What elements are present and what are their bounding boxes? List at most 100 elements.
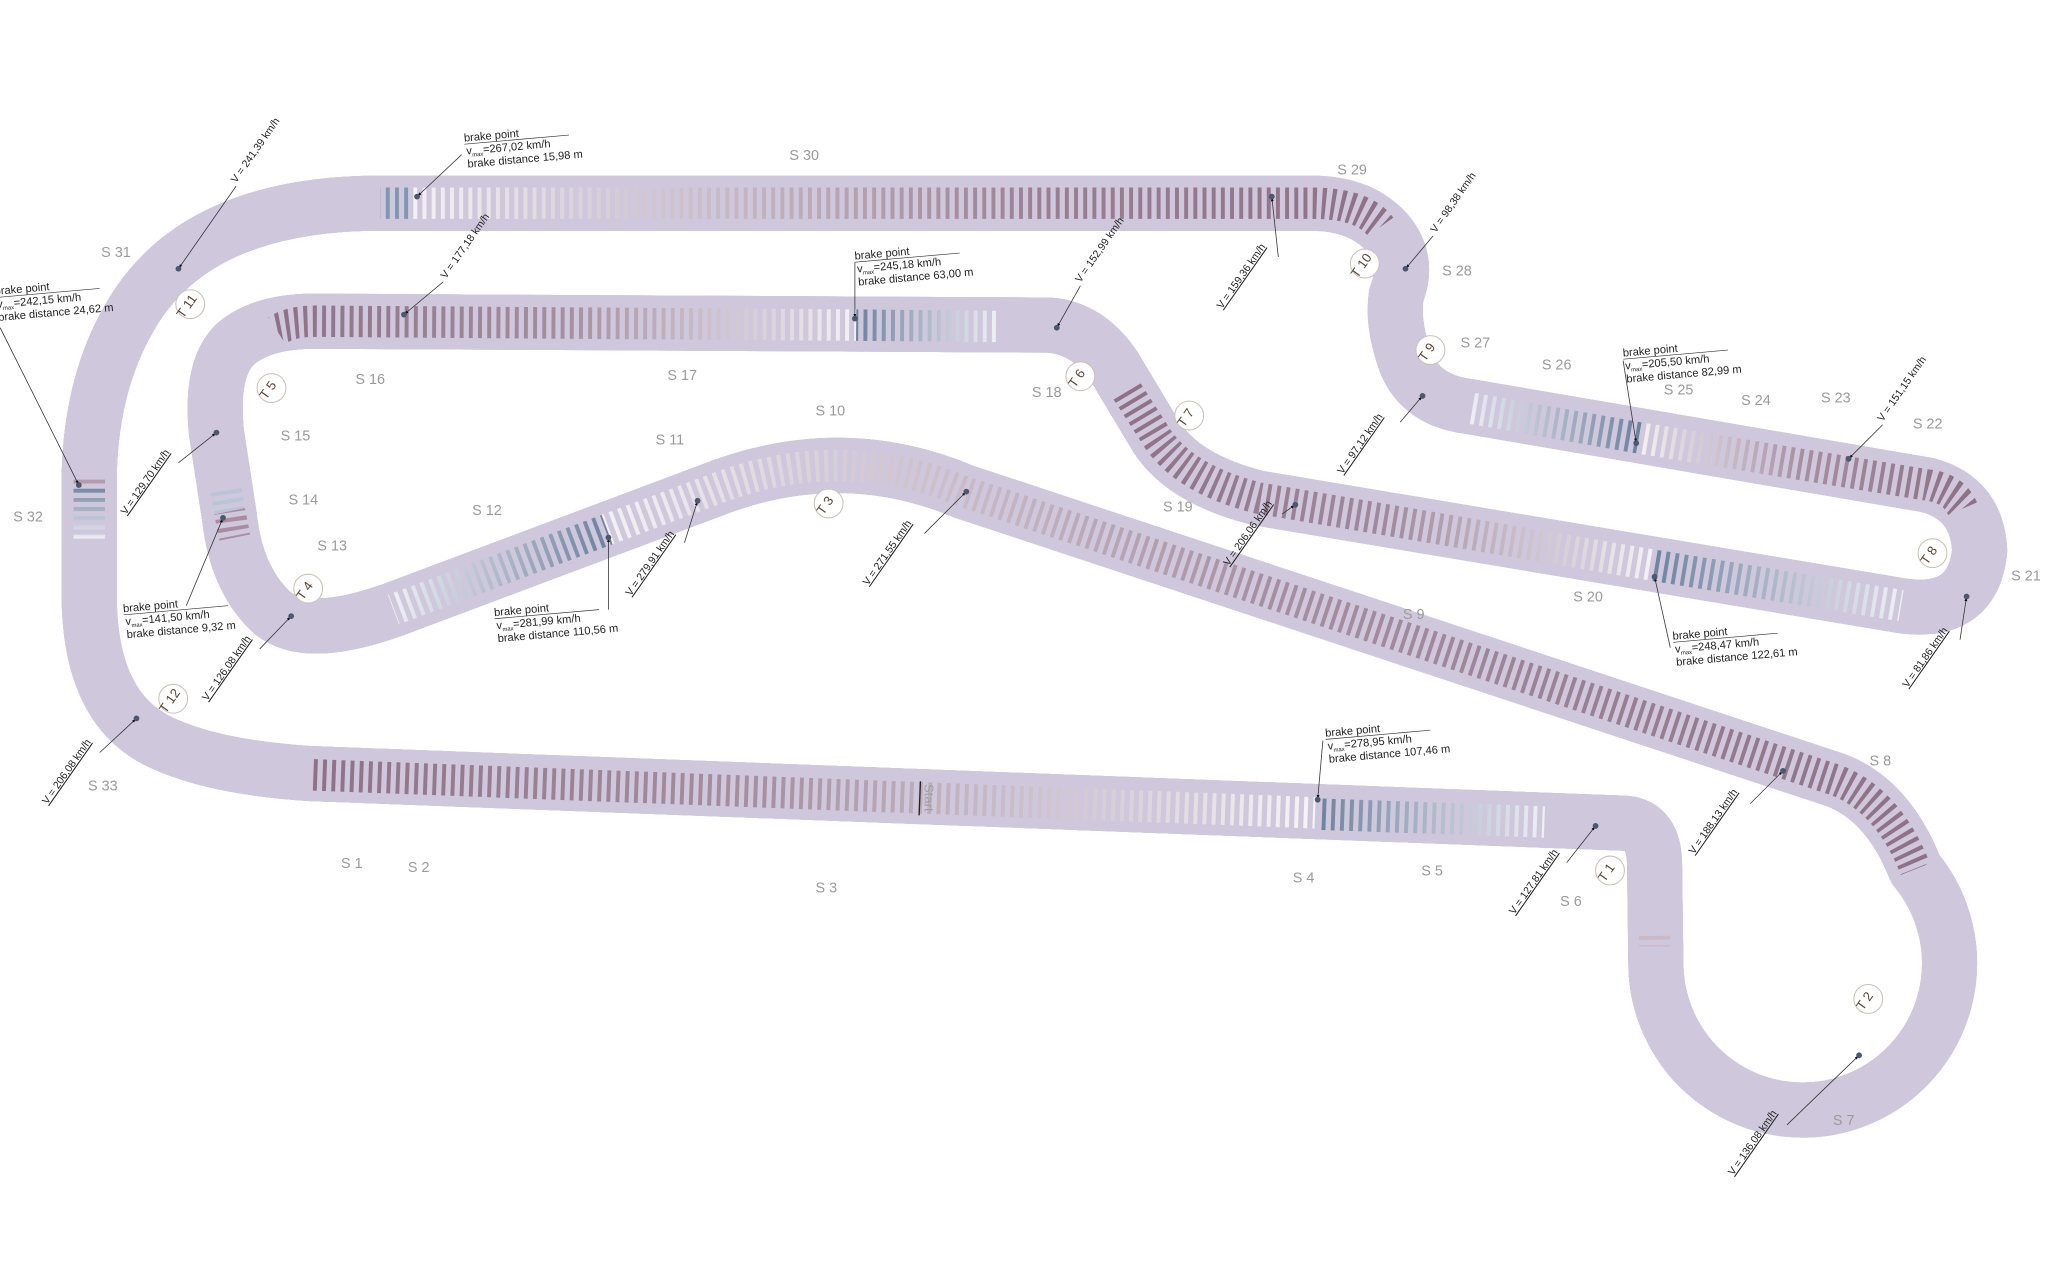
brake-title-underline: [123, 605, 229, 616]
segment-label: S 28: [1442, 263, 1472, 279]
speed-label: V = 241,39 km/h: [230, 116, 283, 185]
segment-label: S 19: [1163, 499, 1193, 515]
vmax-value: =205,50 km/h: [1641, 353, 1710, 371]
speed-leader-arrow: [99, 718, 137, 753]
brake-title-underline: [1673, 632, 1778, 643]
vmax-value: =267,02 km/h: [482, 138, 551, 156]
speed-leader-arrow: [684, 500, 698, 543]
speed-label: V = 206,08 km/h: [41, 738, 94, 807]
vmax-subscript: max: [472, 152, 484, 159]
vmax-subscript: max: [1681, 650, 1693, 657]
turn-marker: T 11: [173, 289, 206, 321]
vmax-subscript: max: [131, 622, 143, 629]
turn-marker: T 10: [1348, 248, 1380, 280]
vmax-symbol: v: [125, 616, 132, 628]
segment-label: S 10: [816, 404, 846, 420]
speed-point-dot: [1292, 501, 1299, 508]
turn-circle: [1415, 335, 1446, 365]
turn-marker: T 9: [1415, 335, 1446, 365]
vmax-subscript: max: [3, 305, 15, 312]
brake-point-dot: [605, 534, 612, 541]
vmax-value: =278,95 km/h: [1344, 733, 1413, 751]
brake-point-dot: [1651, 573, 1658, 580]
turn-circle: [158, 683, 189, 714]
speed-leader-arrow: [1405, 235, 1434, 269]
vmax-subscript: max: [863, 270, 875, 277]
turn-circle: [1917, 538, 1948, 569]
turn-circle: [1065, 361, 1096, 392]
turn-marker: T 5: [256, 373, 287, 403]
speed-leader-arrow: [1270, 196, 1279, 257]
brake-vmax: vmax=278,95 km/h: [1327, 733, 1412, 754]
segment-label: S 27: [1461, 335, 1491, 351]
brake-point-dot: [1633, 440, 1640, 446]
speed-leader-arrow: [1959, 596, 1968, 640]
speed-point-dot: [694, 497, 701, 504]
turn-marker: T 6: [1065, 361, 1096, 392]
speed-label: V = 97,12 km/h: [1336, 412, 1386, 476]
segment-label: S 30: [789, 148, 819, 164]
turn-circle: [1595, 855, 1625, 886]
speed-point-dot: [1053, 324, 1060, 331]
speed-leader-arrow: [1399, 395, 1423, 423]
brake-title: brake point: [1622, 343, 1679, 360]
brake-vmax: vmax=205,50 km/h: [1625, 353, 1710, 374]
brake-title: brake point: [1325, 723, 1382, 740]
segment-label: S 18: [1032, 385, 1062, 401]
segment-label: S 14: [289, 493, 319, 509]
brake-vmax: vmax=248,47 km/h: [1675, 636, 1760, 657]
turn-circle: [1174, 400, 1205, 431]
speed-point-dot: [1268, 193, 1275, 200]
turn-circle: [293, 573, 324, 604]
segment-label: S 4: [1293, 870, 1315, 886]
turn-marker: T 8: [1917, 538, 1948, 569]
segment-label: S 1: [341, 856, 363, 872]
vmax-symbol: v: [0, 298, 4, 310]
segment-label: S 13: [317, 539, 347, 555]
brake-leader-arrow: [185, 517, 224, 606]
start-label: Start: [921, 784, 936, 812]
segment-label: S 16: [355, 372, 385, 388]
turn-circle: [256, 373, 287, 403]
speed-label: V = 126,08 km/h: [201, 634, 254, 703]
segment-label: S 25: [1664, 383, 1694, 399]
brake-vmax: vmax=245,18 km/h: [857, 256, 942, 277]
brake-title-underline: [855, 252, 960, 263]
turn-marker: T 3: [813, 488, 844, 519]
segment-label: S 31: [101, 245, 131, 261]
brake-leader-arrow: [1316, 740, 1324, 800]
segment-label: S 11: [656, 432, 685, 448]
brake-title-underline: [494, 609, 600, 620]
brake-leader-arrow: [1654, 576, 1671, 648]
brake-title: brake point: [494, 602, 551, 619]
segment-label: S 17: [667, 368, 697, 384]
vmax-symbol: v: [1675, 643, 1682, 655]
turn-circle: [175, 289, 206, 320]
brake-leader-arrow: [1622, 360, 1637, 444]
speed-point-dot: [1402, 265, 1409, 272]
speed-point-dot: [401, 311, 407, 318]
brake-title-underline: [1325, 729, 1431, 740]
speed-leader-arrow: [1566, 825, 1596, 863]
brake-point-dot: [852, 315, 858, 322]
segment-label: S 32: [13, 510, 43, 526]
speed-label: V = 151,15 km/h: [1876, 355, 1929, 424]
segment-label: S 2: [408, 860, 430, 876]
speed-label: V = 129,70 km/h: [119, 448, 172, 517]
brake-leader-arrow: [416, 154, 462, 197]
speed-leader-arrow: [178, 185, 237, 269]
segment-label: S 9: [1403, 607, 1425, 623]
speed-point-dot: [213, 429, 220, 436]
brake-title-underline: [1623, 349, 1728, 360]
speed-leader-arrow: [259, 615, 292, 650]
